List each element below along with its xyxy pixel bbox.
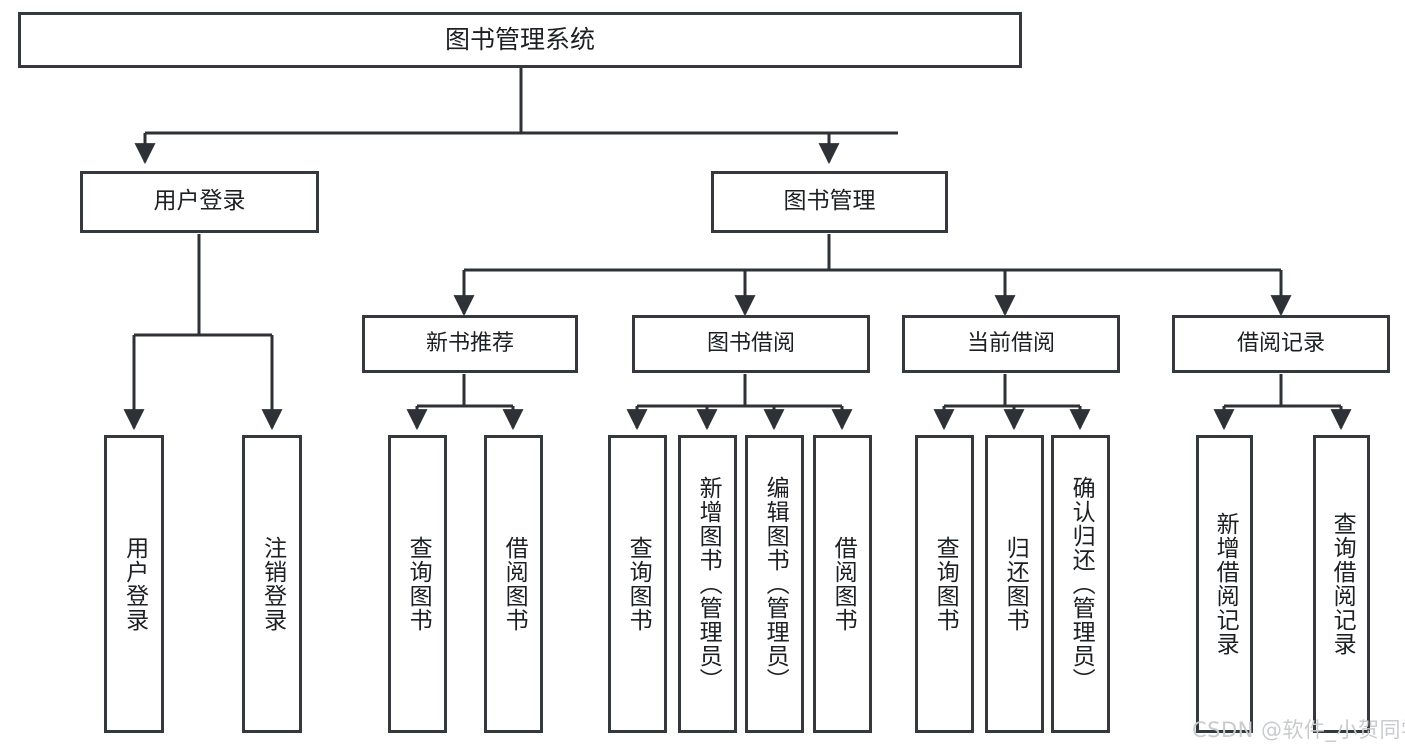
csdn-watermark: CSDN @软件_小贺同学 [1192,718,1405,742]
node-leaf-borrow-book-2-label: 借阅图书 [830,536,857,632]
node-leaf-query-borrow-record-label: 查询借阅记录 [1329,512,1356,656]
node-leaf-logout-login[interactable]: 注销登录 [242,435,302,733]
node-leaf-logout-login-label: 注销登录 [259,536,286,632]
node-book-borrow[interactable]: 图书借阅 [632,315,870,373]
node-new-book-recommend-label: 新书推荐 [425,331,514,357]
node-leaf-borrow-book-2[interactable]: 借阅图书 [813,435,872,733]
node-leaf-add-borrow-record-label: 新增借阅记录 [1212,512,1239,656]
node-book-management-label: 图书管理 [783,188,876,215]
node-current-borrow[interactable]: 当前借阅 [902,315,1120,373]
node-leaf-confirm-return[interactable]: 确认归还（管理员） [1051,435,1110,733]
node-borrow-record-label: 借阅记录 [1236,331,1325,357]
node-borrow-record[interactable]: 借阅记录 [1172,315,1390,373]
node-leaf-query-book-2-label: 查询图书 [625,536,652,632]
node-root[interactable]: 图书管理系统 [18,12,1022,68]
node-leaf-add-book-label: 新增图书（管理员） [695,476,722,692]
node-leaf-user-login-label: 用户登录 [121,536,148,632]
node-user-login[interactable]: 用户登录 [80,171,319,233]
node-leaf-return-book-label: 归还图书 [1002,536,1029,632]
node-root-label: 图书管理系统 [444,25,595,55]
node-book-borrow-label: 图书借阅 [706,331,795,357]
node-user-login-label: 用户登录 [153,188,246,215]
node-leaf-add-borrow-record[interactable]: 新增借阅记录 [1196,435,1253,733]
node-leaf-query-book-3-label: 查询图书 [932,536,959,632]
node-leaf-edit-book[interactable]: 编辑图书（管理员） [745,435,804,733]
node-leaf-user-login[interactable]: 用户登录 [104,435,164,733]
node-leaf-query-book-2[interactable]: 查询图书 [608,435,667,733]
node-leaf-query-borrow-record[interactable]: 查询借阅记录 [1313,435,1370,733]
node-leaf-confirm-return-label: 确认归还（管理员） [1068,476,1095,692]
node-leaf-query-book-3[interactable]: 查询图书 [915,435,974,733]
node-book-management[interactable]: 图书管理 [711,171,948,233]
node-leaf-query-book-1[interactable]: 查询图书 [388,435,447,733]
node-new-book-recommend[interactable]: 新书推荐 [362,315,578,373]
node-leaf-query-book-1-label: 查询图书 [405,536,432,632]
node-leaf-borrow-book-1-label: 借阅图书 [501,536,528,632]
node-current-borrow-label: 当前借阅 [966,331,1055,357]
node-leaf-return-book[interactable]: 归还图书 [985,435,1044,733]
node-leaf-add-book[interactable]: 新增图书（管理员） [678,435,737,733]
node-leaf-borrow-book-1[interactable]: 借阅图书 [484,435,543,733]
node-leaf-edit-book-label: 编辑图书（管理员） [762,476,789,692]
